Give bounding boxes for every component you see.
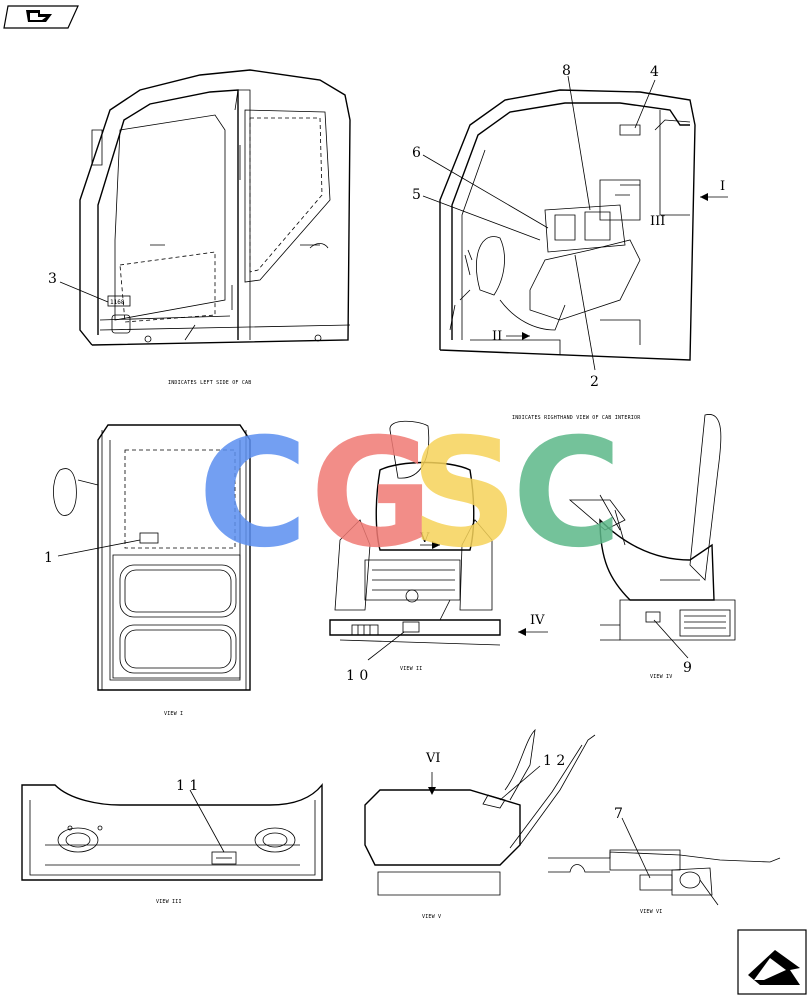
caption-view-6: VIEW VI <box>640 909 662 915</box>
view-2-drawing <box>329 420 501 646</box>
callout-3: 3 <box>48 271 57 287</box>
caption-view-5: VIEW V <box>422 914 441 920</box>
view-arrow-1: I <box>720 179 725 194</box>
decal-label: 1168 <box>110 299 125 306</box>
cab-left-side-drawing: 1168 <box>79 69 351 346</box>
callout-12: 1 2 <box>543 753 565 769</box>
leader-line <box>653 619 689 659</box>
callout-8: 8 <box>562 63 571 79</box>
leader-line <box>59 281 109 303</box>
watermark-letter: S <box>410 407 518 581</box>
view-6-drawing <box>548 849 781 906</box>
callout-6: 6 <box>412 145 421 161</box>
leader-line <box>621 817 651 879</box>
leader-line <box>57 539 141 557</box>
watermark-letter: C <box>198 407 308 581</box>
view-1-drawing <box>53 424 251 691</box>
callout-7: 7 <box>614 806 623 822</box>
view-5-drawing <box>364 728 596 896</box>
caption-left-side: INDICATES LEFT SIDE OF CAB <box>168 380 251 386</box>
watermark-logo: C G S C <box>198 407 622 581</box>
arrow-icon <box>748 950 800 985</box>
caption-view-2: VIEW II <box>400 666 422 672</box>
leader-line <box>499 765 541 801</box>
cab-interior-right-drawing <box>439 89 696 361</box>
callout-2: 2 <box>590 374 599 390</box>
callout-10: 1 0 <box>346 668 368 684</box>
view-arrow-2: II <box>492 329 502 344</box>
view-arrow-6: VI <box>425 751 441 766</box>
callout-11: 1 1 <box>176 778 198 794</box>
view-3-drawing <box>21 783 323 881</box>
leader-lines-top-right <box>422 75 728 371</box>
callout-1: 1 <box>44 550 53 566</box>
callout-4: 4 <box>650 64 659 80</box>
next-page-button[interactable] <box>737 929 807 995</box>
view-arrow-4: IV <box>530 613 545 628</box>
leader-lines-view-2 <box>367 541 548 661</box>
view-arrow-5: V <box>419 531 430 546</box>
leader-line <box>189 789 225 853</box>
caption-right-view: INDICATES RIGHTHAND VIEW OF CAB INTERIOR <box>512 415 641 421</box>
watermark-letter: G <box>310 407 433 581</box>
arrow-icon <box>26 10 52 22</box>
watermark-letter: C <box>512 407 622 581</box>
view-arrow-3: III <box>650 214 665 229</box>
caption-view-1: VIEW I <box>164 711 183 717</box>
caption-view-3: VIEW III <box>156 899 182 905</box>
callout-9: 9 <box>683 660 692 676</box>
prev-page-button[interactable] <box>3 5 79 29</box>
caption-view-4: VIEW IV <box>650 674 672 680</box>
callout-5: 5 <box>412 187 421 203</box>
view-4-drawing <box>568 414 736 641</box>
